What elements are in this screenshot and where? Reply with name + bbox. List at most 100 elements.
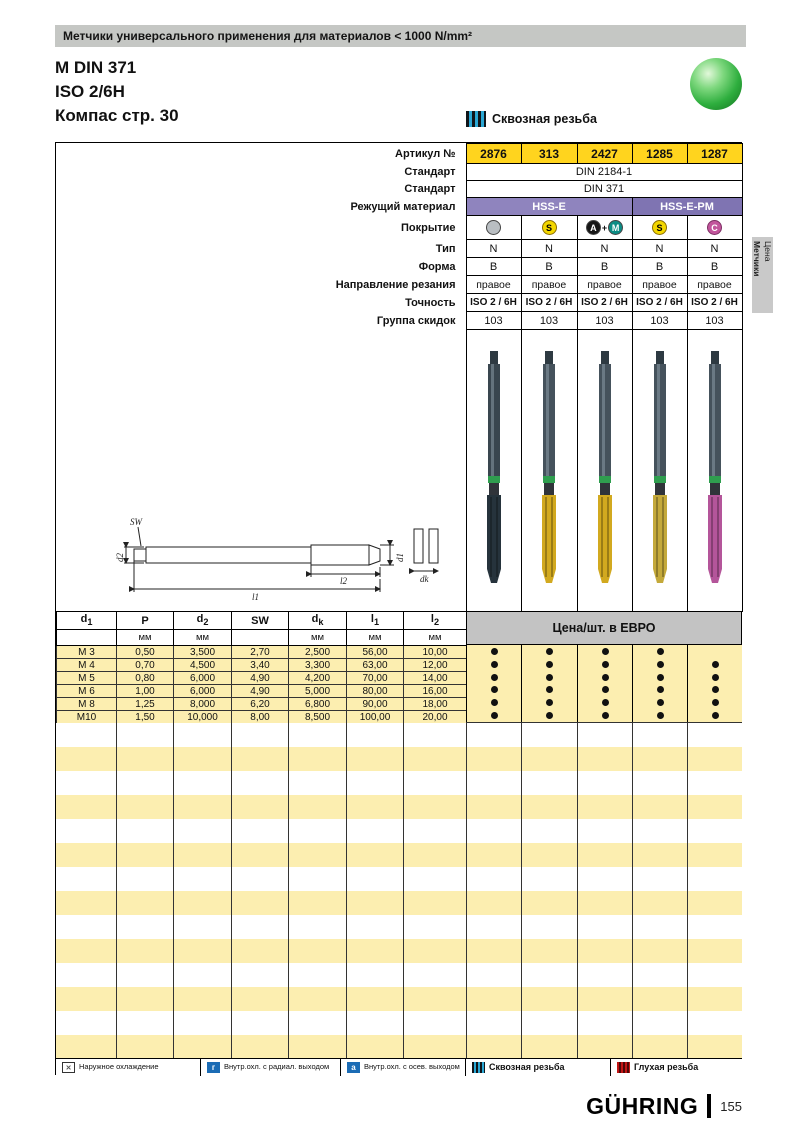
product-iso-subtitle: ISO 2/6H bbox=[55, 82, 125, 101]
type-value: N bbox=[631, 239, 688, 258]
axial-coolant-icon: a bbox=[347, 1062, 360, 1073]
tolerance-value: ISO 2 / 6H bbox=[465, 293, 522, 312]
availability-dot bbox=[656, 699, 664, 707]
tolerance-value: ISO 2 / 6H bbox=[686, 293, 743, 312]
price-availability-grid bbox=[466, 645, 742, 723]
thread-type-text: Сквозная резьба bbox=[492, 112, 597, 126]
availability-dot bbox=[546, 647, 553, 655]
side-tab-line2: Цена bbox=[763, 241, 773, 262]
tap-photo bbox=[597, 351, 612, 583]
tap-photo bbox=[707, 351, 722, 583]
dim-value: 12,00 bbox=[403, 658, 467, 672]
material-group-ball-icon bbox=[690, 58, 742, 110]
availability-dot bbox=[546, 673, 553, 681]
header-bar-text: Метчики универсального применения для ма… bbox=[63, 29, 473, 43]
thread-type-label: Сквозная резьба bbox=[466, 111, 597, 127]
page-number: 155 bbox=[720, 1098, 742, 1114]
table-column-line bbox=[687, 723, 688, 1058]
product-title: M DIN 371 bbox=[55, 58, 137, 77]
tap-photo bbox=[652, 351, 667, 583]
form-value: B bbox=[631, 257, 688, 276]
table-column-line bbox=[231, 723, 232, 1058]
coating-s-icon: S bbox=[652, 220, 667, 235]
dim-column-header: dk bbox=[288, 611, 347, 630]
tap-photo-cell bbox=[686, 329, 743, 612]
row-label-standard1: Стандарт bbox=[56, 163, 466, 181]
price-availability-cell bbox=[578, 696, 632, 709]
drawing-space bbox=[56, 329, 466, 612]
price-availability-cell bbox=[633, 709, 687, 722]
price-availability-cell bbox=[522, 658, 577, 671]
dim-value: 63,00 bbox=[346, 658, 404, 672]
price-dot-column bbox=[466, 645, 521, 722]
row-label-tolerance: Точность bbox=[56, 293, 466, 312]
availability-dot bbox=[546, 699, 553, 707]
thread-size: M 4 bbox=[56, 658, 117, 672]
coating-cell bbox=[465, 215, 522, 240]
tolerance-value: ISO 2 / 6H bbox=[520, 293, 578, 312]
row-label-direction: Направление резания bbox=[56, 275, 466, 294]
legend-item-through-thread: Сквозная резьба bbox=[466, 1059, 611, 1076]
price-availability-cell bbox=[522, 645, 577, 658]
dim-unit-cell: мм bbox=[346, 629, 404, 646]
legend-text: Наружное охлаждение bbox=[79, 1062, 159, 1072]
dim-value: 10,00 bbox=[403, 645, 467, 659]
table-column-line bbox=[632, 723, 633, 1058]
price-availability-cell bbox=[522, 671, 577, 684]
price-availability-cell bbox=[467, 645, 521, 658]
row-label-standard2: Стандарт bbox=[56, 180, 466, 198]
dim-value: 90,00 bbox=[346, 697, 404, 711]
direction-value: правое bbox=[631, 275, 688, 294]
form-value: B bbox=[576, 257, 633, 276]
tap-photo-cell bbox=[520, 329, 578, 612]
availability-dot bbox=[711, 686, 719, 694]
dim-value: 1,00 bbox=[116, 684, 174, 698]
availability-dot bbox=[656, 660, 664, 668]
legend-text: Сквозная резьба bbox=[489, 1061, 565, 1072]
coating-cell: A+M bbox=[576, 215, 633, 240]
availability-dot bbox=[601, 686, 609, 694]
dim-value: 4,500 bbox=[173, 658, 232, 672]
price-availability-cell bbox=[633, 658, 687, 671]
title-block: M DIN 371 ISO 2/6H Компас стр. 30 bbox=[55, 56, 179, 128]
legend-text: Внутр.охл. с осев. выходом bbox=[364, 1062, 460, 1072]
price-availability-cell bbox=[578, 709, 632, 722]
table-column-line bbox=[173, 723, 174, 1058]
dim-column-header: d1 bbox=[56, 611, 117, 630]
blind-thread-icon bbox=[617, 1062, 630, 1073]
availability-dot bbox=[601, 712, 609, 720]
dim-value: 1,50 bbox=[116, 710, 174, 724]
dim-value: 100,00 bbox=[346, 710, 404, 724]
price-availability-cell bbox=[467, 696, 521, 709]
tap-photo-cell bbox=[465, 329, 522, 612]
legend-text: Внутр.охл. с радиал. выходом bbox=[224, 1062, 330, 1072]
price-availability-cell bbox=[578, 671, 632, 684]
legend-item-axial-coolant: a Внутр.охл. с осев. выходом bbox=[341, 1059, 466, 1076]
dim-value: 6,000 bbox=[173, 684, 232, 698]
price-dot-column bbox=[632, 645, 687, 722]
price-availability-cell bbox=[633, 683, 687, 696]
availability-dot bbox=[601, 699, 609, 707]
availability-dot bbox=[546, 660, 553, 668]
coating-cell: C bbox=[686, 215, 743, 240]
external-coolant-icon bbox=[62, 1062, 75, 1073]
tap-photo bbox=[486, 351, 501, 583]
row-label-form: Форма bbox=[56, 257, 466, 276]
table-column-line bbox=[116, 723, 117, 1058]
dim-value: 0,70 bbox=[116, 658, 174, 672]
dim-unit-cell: мм bbox=[173, 629, 232, 646]
row-label-material: Режущий материал bbox=[56, 197, 466, 216]
legend-text: Глухая резьба bbox=[634, 1061, 699, 1072]
